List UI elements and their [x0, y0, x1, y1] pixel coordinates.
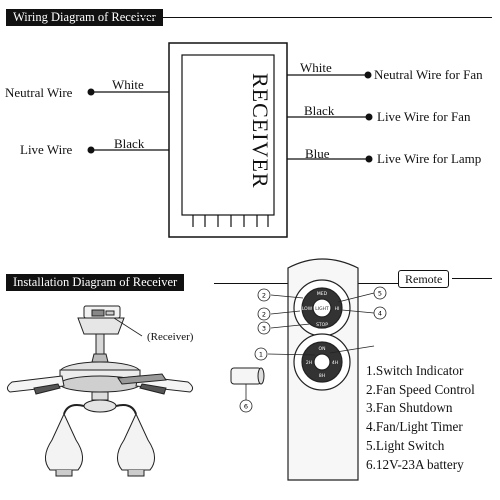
- legend-item: 5.Light Switch: [366, 437, 445, 453]
- high-button-label: HI: [335, 306, 340, 312]
- light-button-label: LIGHT: [315, 306, 329, 312]
- remote-button-labels: MED LOW HI LIGHT STOP ON 2H 4H 8H: [302, 291, 340, 379]
- callout-number: 2: [262, 311, 266, 319]
- callout-number: 3: [262, 325, 266, 333]
- remote-title-rule: [452, 278, 492, 279]
- legend-item: 1.Switch Indicator: [366, 363, 464, 378]
- timer-8h-label: 8H: [319, 373, 325, 379]
- output-fan-live-color-label: Black: [304, 103, 335, 118]
- installation-diagram-title: Installation Diagram of Receiver: [6, 274, 185, 291]
- input-live-wire-label: Live Wire: [20, 142, 73, 157]
- remote-title: Remote: [398, 270, 450, 288]
- output-wires: [287, 71, 373, 163]
- callout-number: 6: [244, 403, 248, 411]
- output-fan-live-wire-label: Live Wire for Fan: [377, 109, 471, 124]
- callout-leaders: [267, 292, 375, 356]
- output-lamp-color-label: Blue: [305, 146, 330, 161]
- input-wires: [87, 88, 169, 154]
- receiver-label: RECEIVER: [248, 73, 273, 189]
- legend-item: 4.Fan/Light Timer: [366, 419, 463, 435]
- input-live-color-label: Black: [114, 136, 145, 151]
- receiver-terminals: [192, 215, 269, 227]
- input-neutral-wire-label: Neutral Wire: [5, 85, 73, 100]
- wiring-diagram-title: Wiring Diagram of Receiver: [6, 9, 163, 26]
- remote-legend: 1.Switch Indicator 2.Fan Speed Control 3…: [366, 362, 475, 474]
- legend-item: 6.12V-23A battery: [366, 456, 464, 472]
- stop-button-label: STOP: [316, 322, 328, 328]
- remote-control: [287, 258, 359, 481]
- wiring-title-rule: [134, 17, 492, 18]
- receiver-callout-label: (Receiver): [147, 331, 194, 343]
- input-neutral-color-label: White: [112, 77, 144, 92]
- low-button-label: LOW: [302, 306, 313, 312]
- callout-number: 4: [378, 310, 382, 318]
- med-button-label: MED: [317, 291, 328, 297]
- callout-number: 2: [262, 292, 266, 300]
- ceiling-fan-illustration: [6, 305, 194, 477]
- output-lamp-wire-label: Live Wire for Lamp: [377, 151, 482, 166]
- callout-number: 1: [259, 351, 263, 359]
- on-button-label: ON: [319, 346, 326, 352]
- output-fan-neutral-color-label: White: [300, 60, 332, 75]
- receiver-box: [168, 42, 288, 238]
- callout-number: 5: [378, 290, 382, 298]
- legend-item: 3.Fan Shutdown: [366, 400, 453, 416]
- timer-4h-label: 4H: [332, 360, 338, 366]
- numbered-callouts: 2 2 3 1 5 4 6: [239, 286, 387, 413]
- output-fan-neutral-wire-label: Neutral Wire for Fan: [374, 67, 483, 82]
- timer-2h-label: 2H: [306, 360, 312, 366]
- battery-illustration: [230, 367, 265, 400]
- legend-item: 2.Fan Speed Control: [366, 381, 475, 397]
